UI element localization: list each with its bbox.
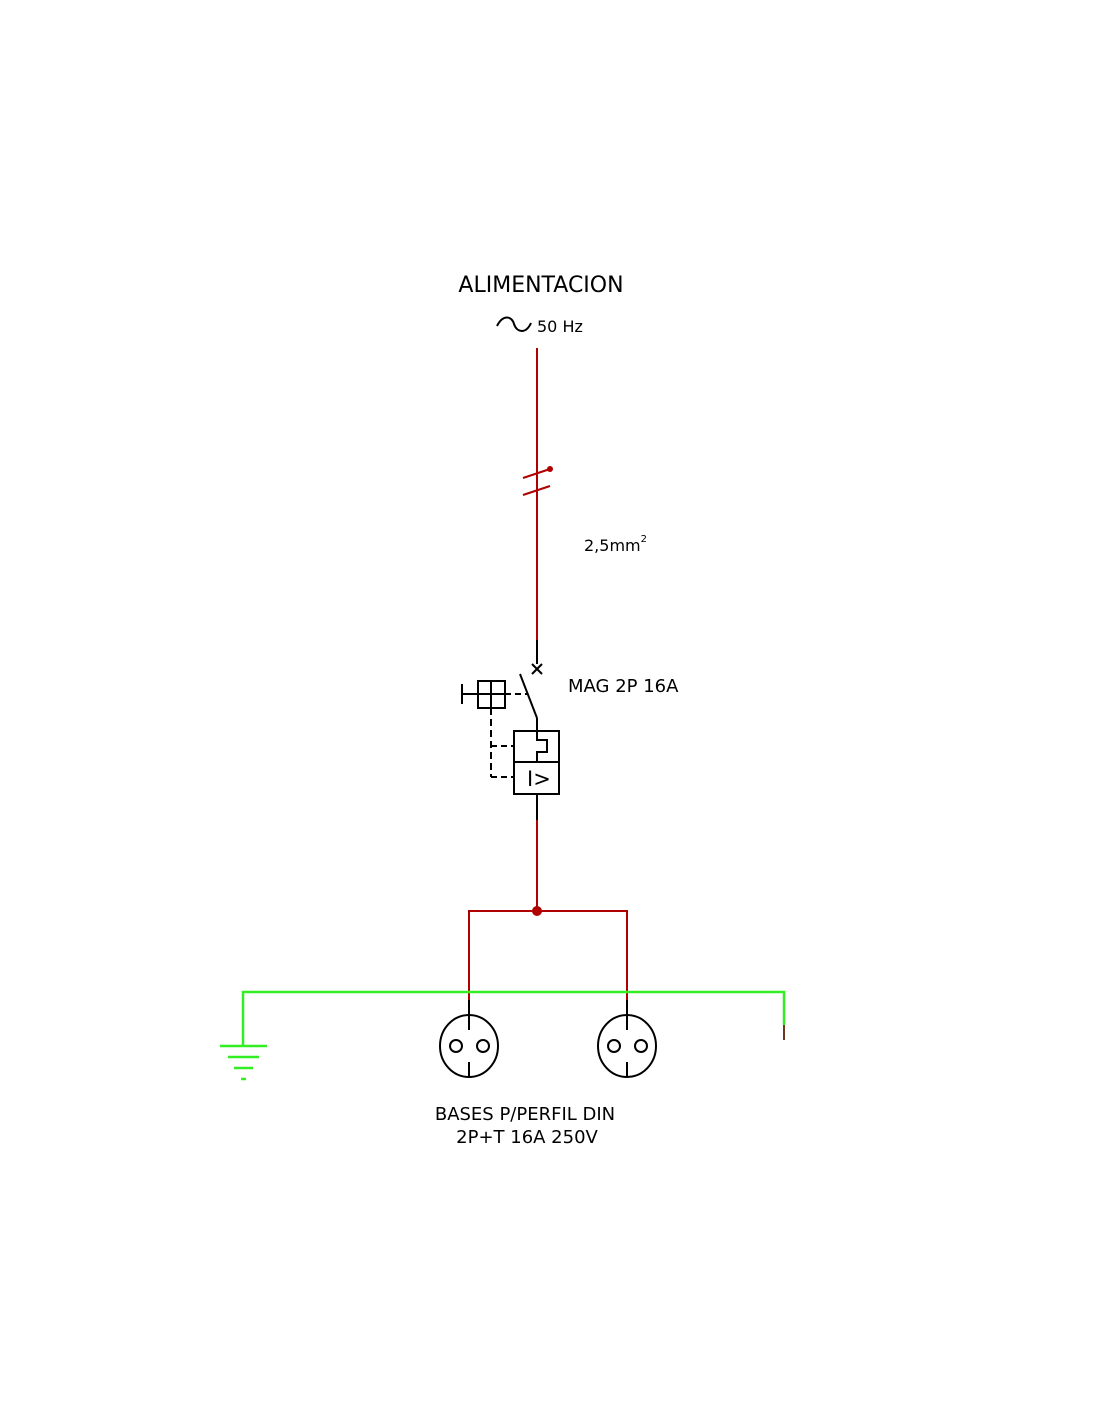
- socket-icon: [597, 1000, 657, 1078]
- breaker-symbol: [461, 640, 560, 820]
- two-conductor-mark-icon: [522, 466, 553, 496]
- socket-icon: [439, 1000, 499, 1078]
- breaker-label: MAG 2P 16A: [568, 676, 679, 697]
- phase-distribution: [468, 820, 628, 1000]
- diagram-title: ALIMENTACION: [458, 273, 623, 298]
- overcurrent-symbol: I>: [527, 767, 551, 791]
- earth-conductor: [220, 990, 786, 1081]
- ac-sine-icon: [496, 316, 532, 332]
- sockets-label-line2: 2P+T 16A 250V: [456, 1127, 598, 1148]
- cable-section-label: 2,5mm2: [584, 534, 647, 555]
- frequency-label: 50 Hz: [537, 317, 583, 336]
- sockets-label-line1: BASES P/PERFIL DIN: [435, 1104, 615, 1125]
